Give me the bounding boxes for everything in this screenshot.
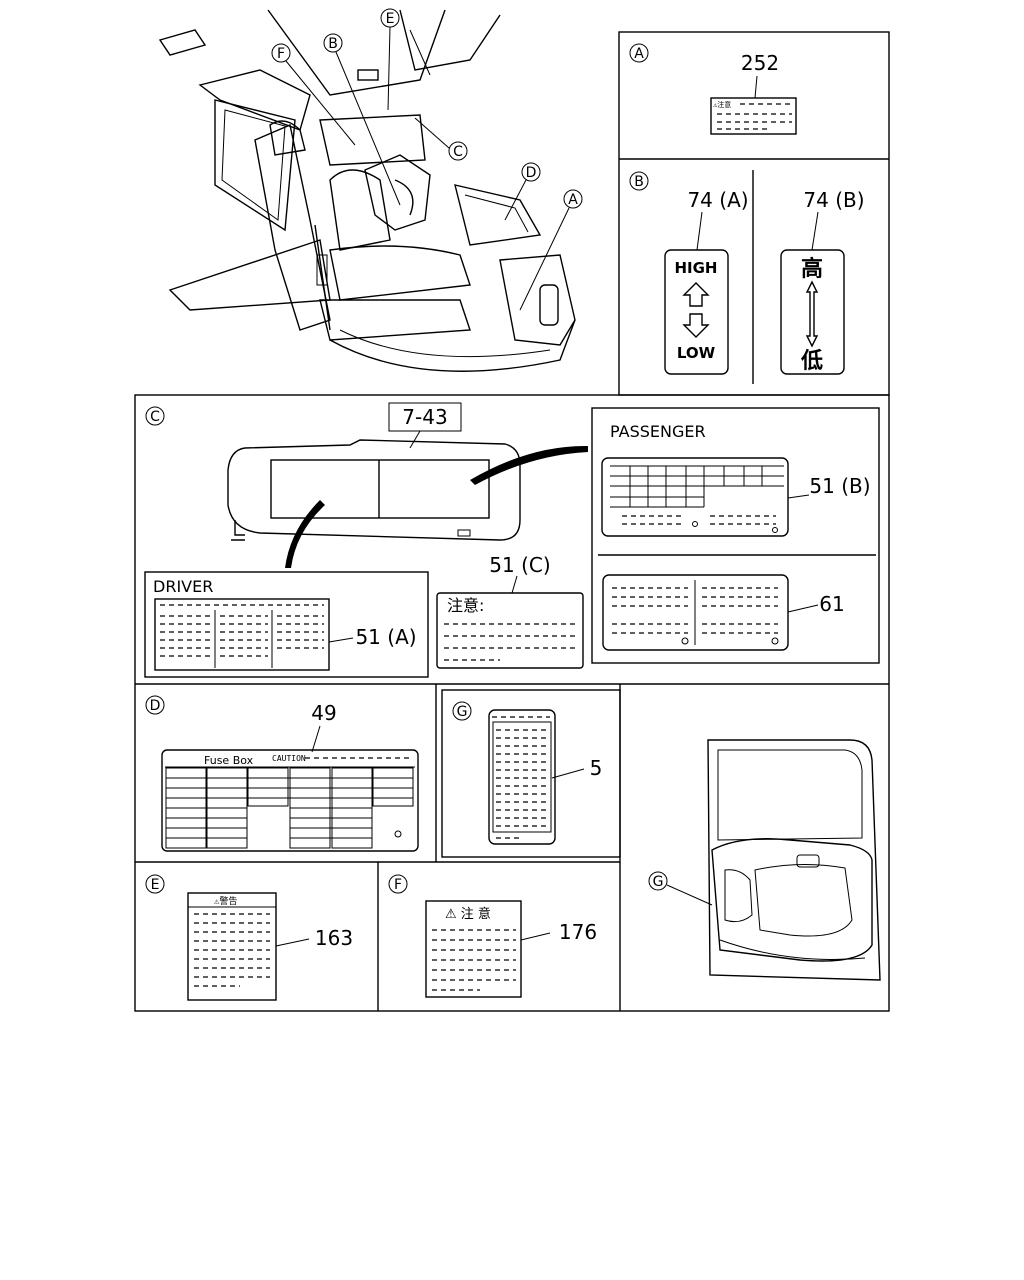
part-number-7-43: 7-43 (402, 405, 447, 429)
part-number-5: 5 (590, 756, 603, 780)
panel-g-small: G 5 (441, 689, 621, 858)
panel-a-callout: A (634, 46, 644, 62)
fuse-box-title: Fuse Box (204, 754, 254, 767)
sticker-61 (602, 574, 789, 651)
fuse-box-caution: CAUTION (272, 754, 306, 763)
panel-c: C 7-43 PASSENGER 51 (B) (144, 402, 880, 678)
part-number-49: 49 (311, 701, 336, 725)
panel-grid (134, 31, 890, 1012)
cab-callout-d: D (526, 165, 537, 181)
sticker-163-head: ⚠警告 (214, 895, 237, 907)
cab-callouts: E B F C D A (271, 8, 583, 311)
panel-e-callout: E (151, 877, 160, 893)
part-number-51a: 51 (A) (355, 625, 416, 649)
part-number-74a: 74 (A) (687, 188, 748, 212)
panel-a: A 252 ⚠注意 (629, 43, 797, 135)
sticker-51c (436, 592, 584, 669)
panel-d-callout: D (150, 698, 161, 714)
sticker-74a (664, 249, 729, 375)
part-number-176: 176 (559, 920, 597, 944)
part-number-252: 252 (741, 51, 779, 75)
panel-f: F ⚠ 注 意 176 (388, 874, 597, 998)
cab-callout-c: C (453, 144, 463, 160)
panel-g-callout: G (457, 704, 468, 720)
sticker-74a-low: LOW (677, 344, 716, 362)
part-number-51b: 51 (B) (809, 474, 870, 498)
sticker-176 (425, 900, 522, 998)
panel-f-callout: F (394, 877, 402, 893)
down-arrow-icon (682, 313, 710, 338)
sticker-51b (601, 457, 789, 537)
sticker-252 (710, 97, 797, 135)
part-number-61: 61 (819, 592, 844, 616)
sticker-74b-low: 低 (800, 349, 823, 374)
part-number-51c: 51 (C) (489, 553, 550, 577)
sticker-252-head: ⚠注意 (713, 100, 731, 109)
sticker-74b-high: 高 (801, 256, 823, 282)
sticker-51a (154, 598, 330, 671)
passenger-heading: PASSENGER (610, 422, 706, 441)
cab-callout-e: E (386, 11, 395, 27)
cab-callout-a: A (568, 192, 578, 208)
part-number-163: 163 (315, 926, 353, 950)
panel-b-callout: B (634, 174, 644, 190)
panel-e: E ⚠警告 163 (145, 874, 353, 1001)
sticker-176-head: ⚠ 注 意 (445, 906, 491, 922)
double-arrow-icon (805, 280, 819, 348)
sticker-74b (780, 249, 845, 375)
up-arrow-icon (682, 282, 710, 307)
panel-c-callout: C (150, 409, 160, 425)
cab-callout-f: F (277, 46, 285, 62)
cab-interior-illustration (158, 9, 576, 372)
panel-d: D 49 Fuse Box CAUTION (145, 695, 419, 852)
driver-heading: DRIVER (153, 577, 213, 596)
part-number-74b: 74 (B) (803, 188, 864, 212)
sticker-163 (187, 892, 277, 1001)
sticker-51c-heading: 注意: (447, 596, 484, 615)
door-illustration: G (648, 739, 881, 981)
sticker-49 (161, 749, 419, 852)
door-callout-g: G (653, 874, 664, 890)
panel-b: B 74 (A) 74 (B) HIGH LOW 高 低 (629, 171, 865, 375)
cab-callout-b: B (328, 36, 338, 52)
sticker-74a-high: HIGH (674, 259, 717, 277)
sun-visor (227, 439, 521, 541)
